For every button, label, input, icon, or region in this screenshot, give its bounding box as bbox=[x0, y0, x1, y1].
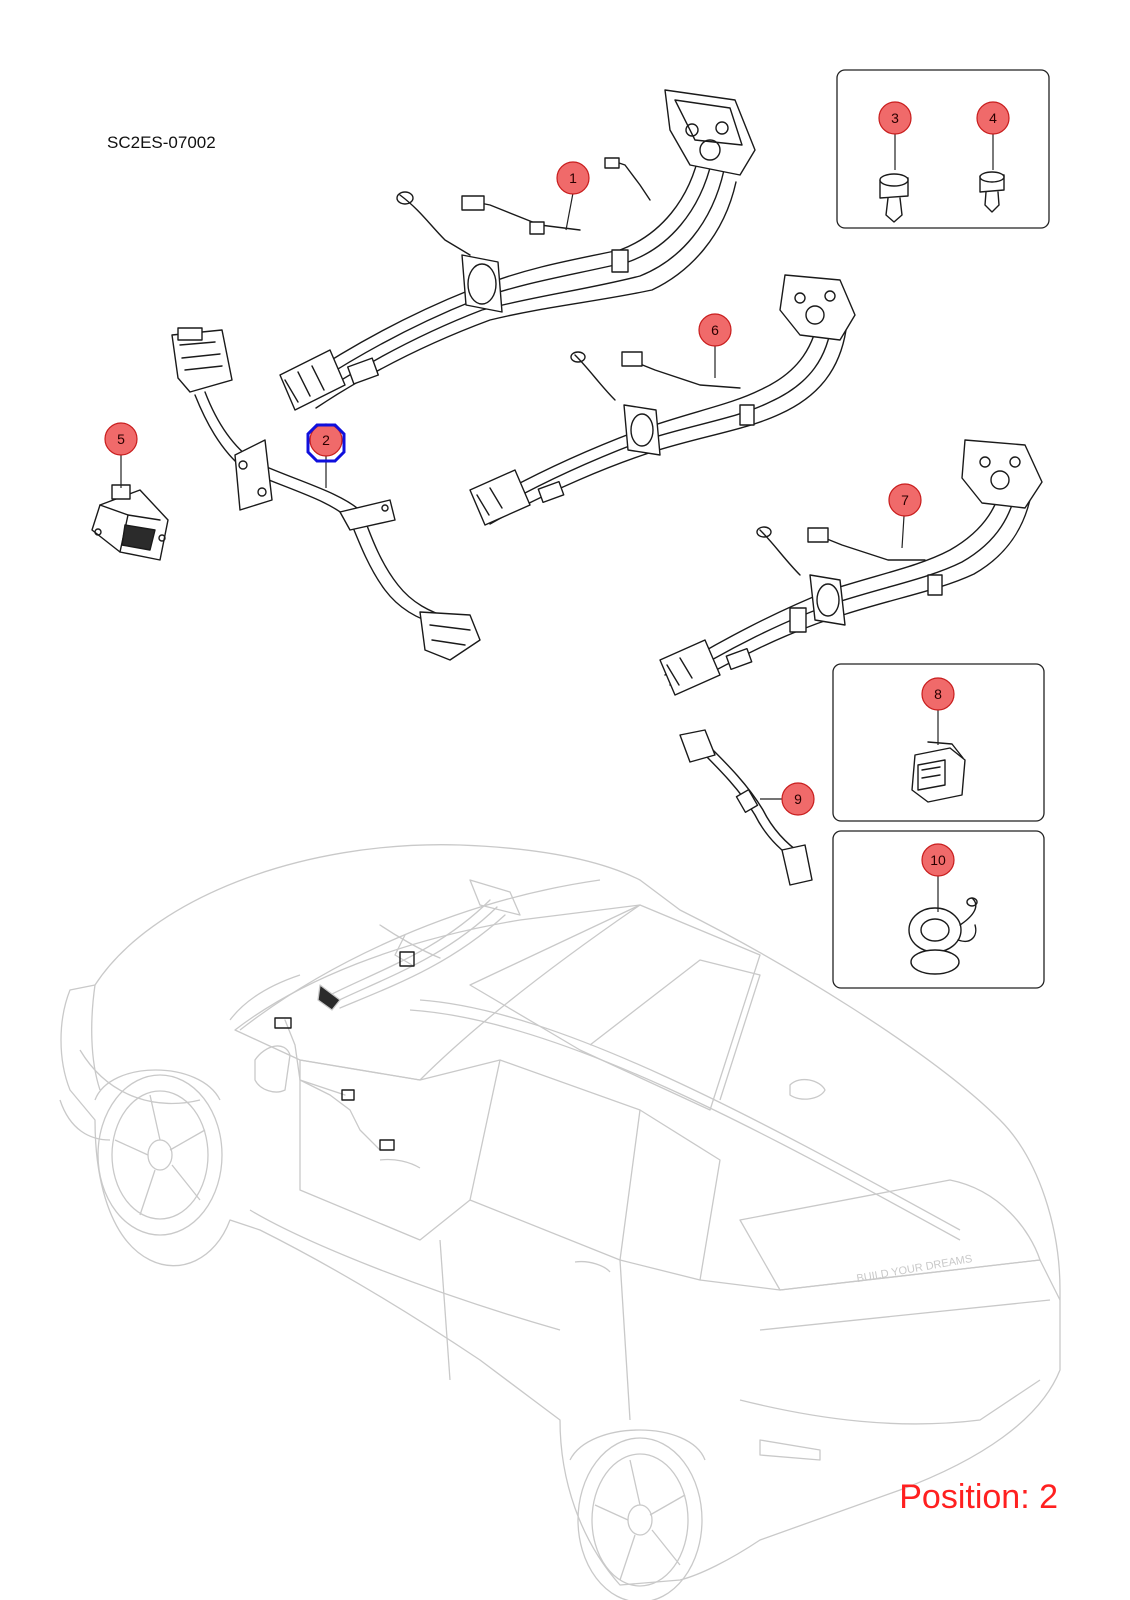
svg-text:9: 9 bbox=[794, 791, 802, 807]
grommet-detail-box bbox=[832, 830, 1045, 989]
callout-1[interactable]: 1 bbox=[556, 161, 590, 195]
svg-text:1: 1 bbox=[569, 170, 577, 186]
part-3-clip bbox=[879, 173, 909, 223]
callout-9[interactable]: 9 bbox=[781, 782, 815, 816]
part-5-control-module bbox=[91, 484, 169, 561]
svg-text:5: 5 bbox=[117, 431, 125, 447]
part-7-high-voltage-harness bbox=[659, 439, 1043, 696]
svg-text:10: 10 bbox=[930, 852, 946, 868]
diagram-code: SC2ES-07002 bbox=[107, 133, 216, 152]
part-6-high-voltage-harness bbox=[469, 274, 856, 526]
svg-text:4: 4 bbox=[989, 110, 997, 126]
callout-5[interactable]: 5 bbox=[104, 422, 138, 456]
svg-text:2: 2 bbox=[322, 432, 330, 448]
callout-3[interactable]: 3 bbox=[878, 101, 912, 135]
callout-10[interactable]: 10 bbox=[921, 843, 955, 877]
position-indicator: Position: 2 bbox=[899, 1478, 1058, 1516]
part-1-high-voltage-harness bbox=[279, 89, 756, 411]
fasteners-detail-box bbox=[836, 69, 1050, 229]
car-badge-text: BUILD YOUR DREAMS bbox=[856, 1253, 973, 1285]
installed-harness-illustration bbox=[274, 879, 521, 1151]
connector-detail-box bbox=[832, 663, 1045, 822]
part-4-clip bbox=[979, 171, 1005, 213]
callout-7[interactable]: 7 bbox=[888, 483, 922, 517]
part-10-grommet-with-cable bbox=[908, 897, 978, 975]
svg-text:8: 8 bbox=[934, 686, 942, 702]
svg-text:7: 7 bbox=[901, 492, 909, 508]
selected-callout-highlight bbox=[306, 423, 346, 463]
part-9-adapter-cable bbox=[679, 729, 813, 886]
svg-text:6: 6 bbox=[711, 322, 719, 338]
leader-lines bbox=[120, 133, 994, 912]
svg-text:3: 3 bbox=[891, 110, 899, 126]
callout-6[interactable]: 6 bbox=[698, 313, 732, 347]
part-2-harness bbox=[171, 327, 481, 661]
part-8-connector bbox=[911, 741, 966, 803]
callout-8[interactable]: 8 bbox=[921, 677, 955, 711]
callout-4[interactable]: 4 bbox=[976, 101, 1010, 135]
